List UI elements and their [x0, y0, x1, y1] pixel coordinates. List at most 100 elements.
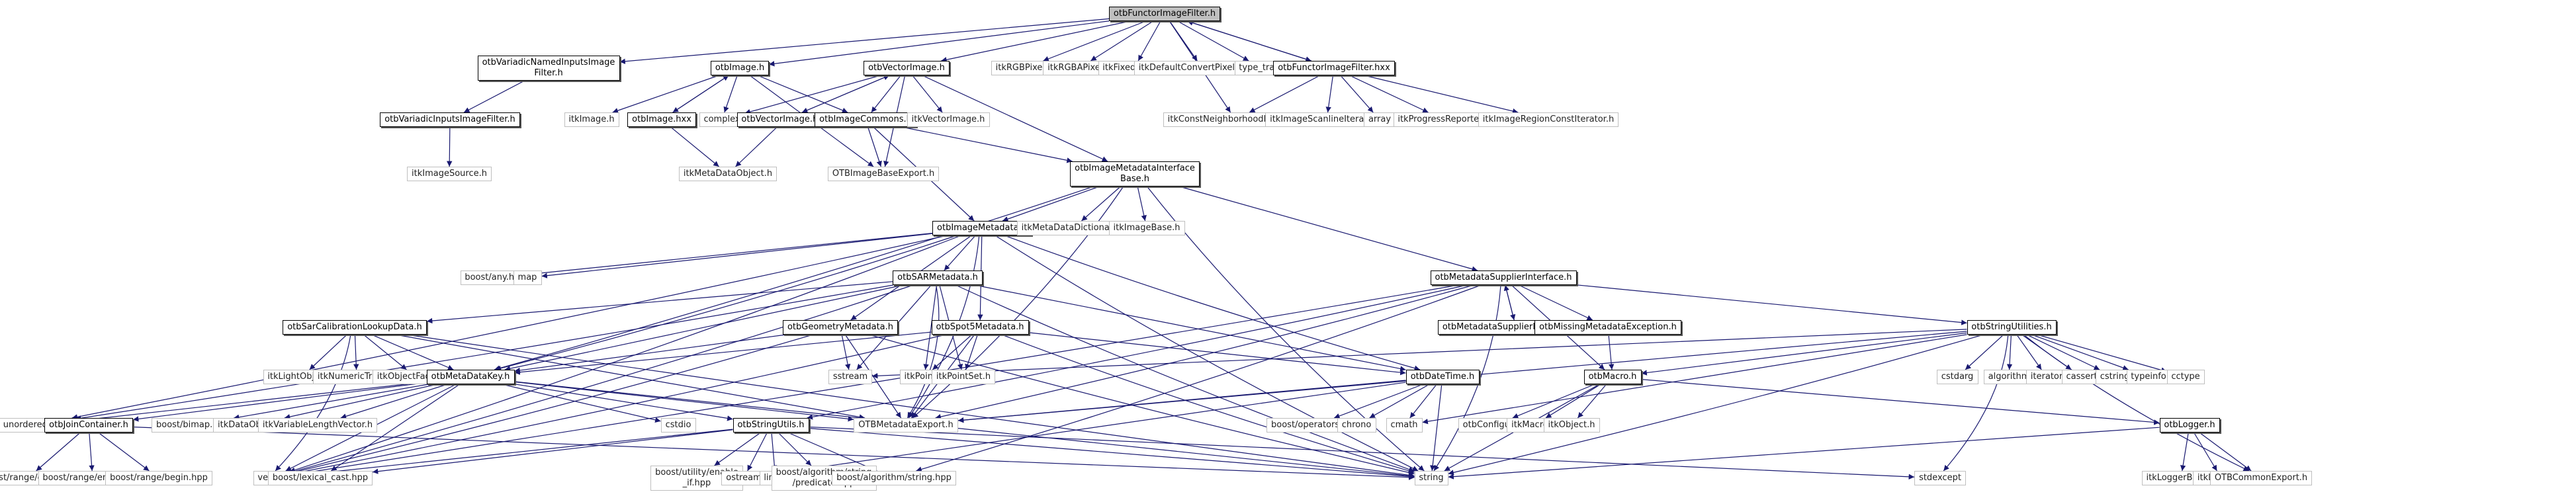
- node-itk-r-g-b-pixel: itkRGBPixel.h: [991, 61, 1058, 75]
- node-md-supplier[interactable]: otbMetadataSupplierInterface.h: [1430, 270, 1577, 285]
- node-itk-meta-data-dictionary: itkMetaDataDictionary.h: [1016, 221, 1130, 235]
- edge-mdSupplier-to-otbStringUtils: [807, 284, 1468, 420]
- node-imd-interface-base[interactable]: otbImageMetadataInterface Base.h: [1070, 161, 1200, 187]
- node-otb-logger[interactable]: otbLogger.h: [2159, 418, 2220, 433]
- edge-rootHxx-to-itkImageScanline: [1325, 75, 1334, 113]
- edge-otbImageMetadata-to-unordered_map: [71, 235, 948, 420]
- edge-root-to-varNamed: [619, 18, 1110, 64]
- node-otb-image[interactable]: otbImage.h: [711, 61, 769, 75]
- node-otb-join-container[interactable]: otbJoinContainer.h: [44, 418, 133, 433]
- node-missing-md[interactable]: otbMissingMetadataException.h: [1534, 320, 1681, 335]
- edge-otbStringUtils-to-string: [809, 428, 1415, 479]
- node-root[interactable]: otbFunctorImageFilter.h: [1109, 7, 1220, 21]
- node-typeinfo: typeinfo: [2126, 370, 2171, 384]
- node-itk-image-source: itkImageSource.h: [407, 167, 492, 181]
- edge-otbStringUtils-to-lexicalCast: [372, 429, 733, 474]
- node-var-inputs[interactable]: otbVariadicInputsImageFilter.h: [380, 112, 520, 127]
- edge-root-to-itkRGBAPixel: [1090, 21, 1154, 62]
- edge-otbVectorImage-to-itkVectorImage: [912, 75, 943, 113]
- edge-otbGeometryMetadata-to-otbMetaDataKey: [514, 334, 787, 374]
- edge-otbImageCommons-to-imdInterfaceBase: [901, 126, 1073, 163]
- node-cassert: cassert: [2061, 370, 2102, 384]
- node-ostream: ostream: [721, 471, 766, 485]
- edge-missingMd-to-otbMacro: [1608, 334, 1615, 370]
- edge-otbLogger-to-OTBCommonExport: [2199, 432, 2252, 472]
- edge-otbStringUtils-to-ostream: [747, 432, 768, 472]
- node-otb-macro[interactable]: otbMacro.h: [1583, 370, 1642, 384]
- edge-otbSpot5Metadata-to-vector: [289, 334, 946, 476]
- edge-otbJoinContainer-to-string: [132, 427, 1415, 480]
- node-var-named[interactable]: otbVariadicNamedInputsImage Filter.h: [477, 56, 620, 81]
- edge-otbJoinContainer-to-rangeEnd: [36, 432, 81, 472]
- node-boost-any: boost/any.hpp: [460, 270, 530, 285]
- edge-otbImageMetadata-to-otbMetaDataKey: [495, 235, 957, 371]
- edge-otbSARMetadata-to-string: [955, 284, 1415, 472]
- node-otb-s-a-r-metadata[interactable]: otbSARMetadata.h: [893, 270, 983, 285]
- edge-otbVectorImageHxx-to-itkMetaDataObject: [735, 126, 777, 167]
- edge-otbStringUtilities-to-cmath: [1422, 334, 1967, 425]
- edge-sarCalib-to-vector: [275, 334, 351, 472]
- edge-otbVectorImage-to-imdInterfaceBase: [922, 75, 1108, 162]
- node-otb-image-commons[interactable]: otbImageCommons.h: [815, 112, 916, 127]
- edge-rootHxx-to-itkImageRegionConst: [1364, 75, 1519, 114]
- edge-otbMacro-to-itkObject: [1577, 384, 1607, 419]
- node-cstdio: cstdio: [660, 418, 696, 433]
- edge-otbImage-to-itkImage: [612, 75, 719, 114]
- node-cmath: cmath: [1386, 418, 1423, 433]
- edge-root-to-itkRGBPixel: [1043, 21, 1146, 62]
- node-otb-vector-image-hxx[interactable]: otbVectorImage.hxx: [736, 112, 833, 127]
- edge-rootHxx-to-array: [1340, 75, 1374, 113]
- edge-sarCalib-to-otbMetaDataKey: [371, 334, 454, 370]
- edge-otbLogger-to-string: [1448, 427, 2160, 479]
- node-chrono: chrono: [1337, 418, 1376, 433]
- edge-otbImageHxx-to-otbImage: [672, 75, 729, 113]
- edge-otbSpot5Metadata-to-itkPoint: [932, 334, 973, 370]
- node-otb-geometry-metadata[interactable]: otbGeometryMetadata.h: [783, 320, 898, 335]
- edge-mdSupplierHxx-to-mdSupplier: [1503, 284, 1515, 321]
- node-itk-progress: itkProgressReporter.h: [1393, 112, 1495, 127]
- edge-imdInterfaceBase-to-itkMetaDataDictionary: [1081, 186, 1121, 222]
- node-sstream: sstream: [828, 370, 872, 384]
- edge-otbStringUtilities-to-stdexcept: [1943, 334, 2009, 472]
- edge-otbSARMetadata-to-unordered_map: [75, 284, 893, 421]
- node-itk-meta-data-object: itkMetaDataObject.h: [679, 167, 777, 181]
- node-otb-meta-data-key[interactable]: otbMetaDataKey.h: [426, 370, 515, 384]
- node-otb-string-utils[interactable]: otbStringUtils.h: [733, 418, 809, 433]
- edge-varNamed-to-varInputs: [463, 80, 525, 113]
- node-map: map: [513, 270, 542, 285]
- edge-imdInterfaceBase-to-itkImageBase: [1137, 186, 1147, 222]
- node-root-hxx[interactable]: otbFunctorImageFilter.hxx: [1273, 61, 1395, 75]
- node-itk-vector-image: itkVectorImage.h: [907, 112, 990, 127]
- node-otb-spot5-metadata[interactable]: otbSpot5Metadata.h: [931, 320, 1029, 335]
- edge-mdSupplier-to-otbStringUtilities: [1576, 284, 1967, 325]
- edge-otbStringUtils-to-enableIf: [714, 432, 761, 466]
- node-lexical-cast: boost/lexical_cast.hpp: [268, 471, 373, 485]
- edge-rootHxx-to-root: [1187, 20, 1311, 62]
- edge-otbDateTime-to-ostream: [766, 382, 1406, 477]
- node-sar-calib[interactable]: otbSarCalibrationLookupData.h: [283, 320, 427, 335]
- node-otb-date-time[interactable]: otbDateTime.h: [1405, 370, 1480, 384]
- edge-otbStringUtils-to-stdexcept: [809, 427, 1915, 480]
- edge-otbStringUtilities-to-sstream: [871, 329, 1967, 379]
- node-otb-image-hxx[interactable]: otbImage.hxx: [627, 112, 696, 127]
- node-array: array: [1364, 112, 1396, 127]
- edge-otbImageMetadata-to-vector: [289, 235, 961, 473]
- edge-otbMetaDataKey-to-itkDataObject: [284, 384, 438, 420]
- edge-rootHxx-to-itkProgress: [1349, 75, 1429, 113]
- edge-otbSARMetadata-to-vector: [289, 284, 914, 474]
- edge-otbMetaDataKey-to-lexicalCast: [330, 384, 461, 472]
- node-otb-vector-image[interactable]: otbVectorImage.h: [864, 61, 950, 75]
- node-cctype: cctype: [2166, 370, 2205, 384]
- node-otb-string-utilities[interactable]: otbStringUtilities.h: [1967, 320, 2057, 335]
- edge-otbVectorImageHxx-to-otbVectorImage: [801, 75, 890, 113]
- node-itk-image: itkImage.h: [564, 112, 619, 127]
- edge-root-to-otbVectorImage: [941, 21, 1130, 63]
- edge-otbSARMetadata-to-otbMetaDataKey: [504, 284, 904, 372]
- edge-otbStringUtils-to-predicate: [777, 432, 812, 466]
- edge-sarCalib-to-itkNumericTraits: [353, 334, 359, 370]
- edge-otbStringUtilities-to-typeinfo: [2031, 334, 2129, 371]
- edge-otbImage-to-otbImageCommons: [757, 75, 848, 113]
- edge-otbMetaDataKey-to-cstdio: [502, 384, 661, 423]
- node-itk-object: itkObject.h: [1543, 418, 1600, 433]
- node-itk-image-region-const: itkImageRegionConstIterator.h: [1478, 112, 1619, 127]
